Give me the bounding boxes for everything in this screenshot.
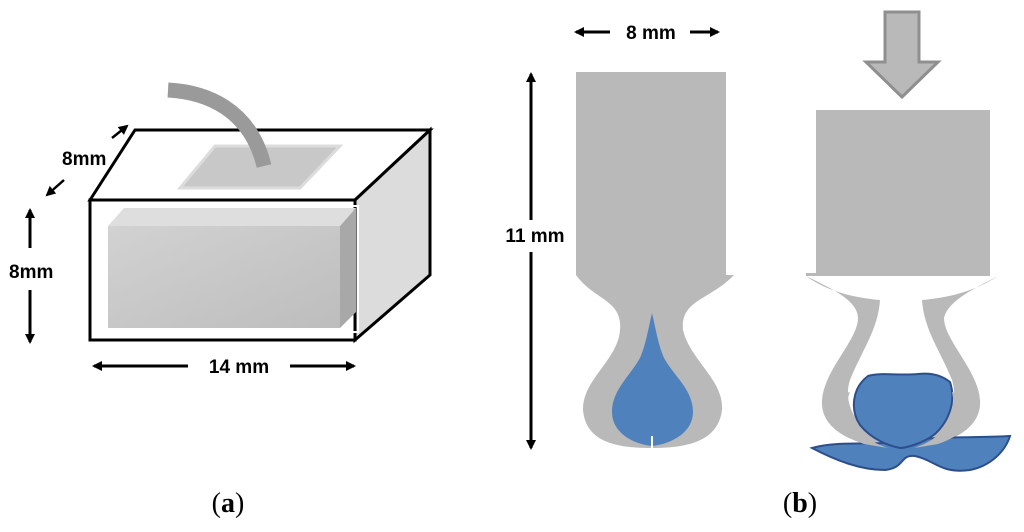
- b-width-label: 8 mm: [626, 23, 676, 44]
- fluid-drop-inner: [612, 313, 693, 446]
- probe-pressed-left-finger: [806, 273, 990, 448]
- height-label: 8mm: [9, 262, 53, 283]
- probe-closed: [576, 72, 734, 452]
- depth-label: 8mm: [62, 149, 106, 170]
- fluid-pool-inner: [852, 372, 954, 450]
- probe-pressed: [806, 10, 1012, 472]
- sample-block-top: [108, 208, 356, 226]
- panel-a: 8mm 8mm 14 mm (a): [9, 82, 434, 519]
- probe-closed-body: [576, 72, 726, 275]
- probe-pressed-body: [816, 110, 990, 273]
- cable: [167, 82, 272, 168]
- press-down-arrow-icon: [862, 10, 942, 100]
- panel-b: 8 mm 11 mm (b): [505, 10, 1012, 519]
- box-window-outline: [99, 205, 359, 333]
- width-label: 14 mm: [209, 357, 269, 378]
- sample-block-side: [340, 208, 356, 328]
- b-height-label: 11 mm: [505, 226, 564, 247]
- caption-b: (b): [783, 488, 817, 519]
- depth-arrow-lower: [45, 179, 65, 197]
- probe-pressed-finger-tips: [822, 392, 980, 448]
- top-plate: [176, 144, 344, 190]
- caption-a: (a): [212, 488, 245, 519]
- depth-arrow-upper: [111, 124, 129, 139]
- sample-block-front: [108, 226, 340, 328]
